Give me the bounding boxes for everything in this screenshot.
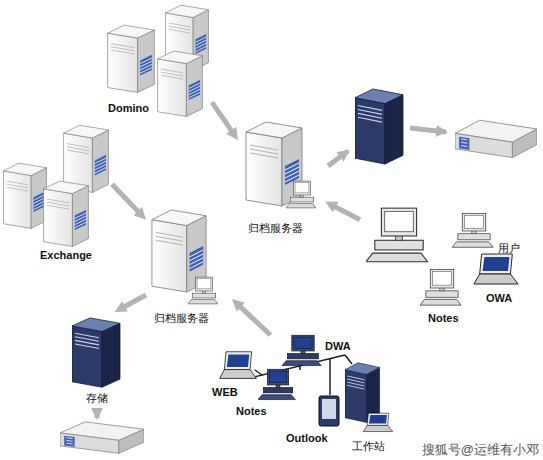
storage-rack (72, 318, 120, 387)
server-tower (44, 181, 89, 246)
node-label: 归档服务器 (154, 312, 209, 325)
user-group: 用户 OWA Notes (360, 200, 537, 332)
console-pc (188, 277, 218, 304)
watermark: 搜狐号@运维有小邓 (422, 442, 539, 457)
node-label: WEB (212, 386, 238, 399)
user-laptop (363, 413, 392, 431)
user-pc (282, 335, 321, 365)
server-tower (4, 163, 47, 228)
flow-arrow (122, 295, 146, 308)
node-label: Notes (428, 312, 459, 325)
node-label: Domino (108, 102, 149, 115)
server-tower (108, 25, 155, 92)
server-group: Exchange (0, 118, 112, 265)
archive-server: 归档服务器 (238, 112, 325, 240)
user-pc (366, 208, 428, 262)
flow-arrow (212, 102, 233, 132)
server-tower (64, 125, 109, 192)
node-label: DWA (325, 340, 351, 353)
user-tablet (319, 396, 339, 426)
storage-rack (355, 89, 403, 164)
node-label: 用户 (498, 242, 520, 255)
node-label: Exchange (40, 249, 92, 262)
node-label: OWA (486, 292, 512, 305)
user-pc (452, 213, 493, 247)
node-label: 归档服务器 (248, 222, 303, 235)
backup-device (455, 120, 537, 157)
flow-arrow (112, 184, 140, 213)
flow-arrow (333, 206, 360, 220)
node-label: Outlook (286, 432, 328, 445)
flow-arrow (239, 305, 271, 335)
flow-arrow (410, 128, 446, 132)
workstation-group: DWA WEB NotesOutlook 工作站 (205, 335, 392, 458)
user-laptop (474, 254, 518, 284)
server-tower (158, 51, 203, 116)
backup-device (60, 422, 144, 453)
user-pc (258, 369, 295, 399)
flow-arrow (328, 151, 348, 166)
node-label: 存储 (86, 392, 108, 405)
server-group: Domino (100, 2, 212, 120)
node-label: Notes (236, 405, 267, 418)
flow-arrow (95, 410, 100, 418)
archive-server: 归档服务器 (146, 200, 232, 332)
node-label: 工作站 (352, 440, 385, 453)
storage-unit: 存储 (62, 312, 132, 408)
user-pc (420, 269, 461, 305)
console-pc (286, 181, 316, 208)
user-laptop (220, 352, 257, 379)
